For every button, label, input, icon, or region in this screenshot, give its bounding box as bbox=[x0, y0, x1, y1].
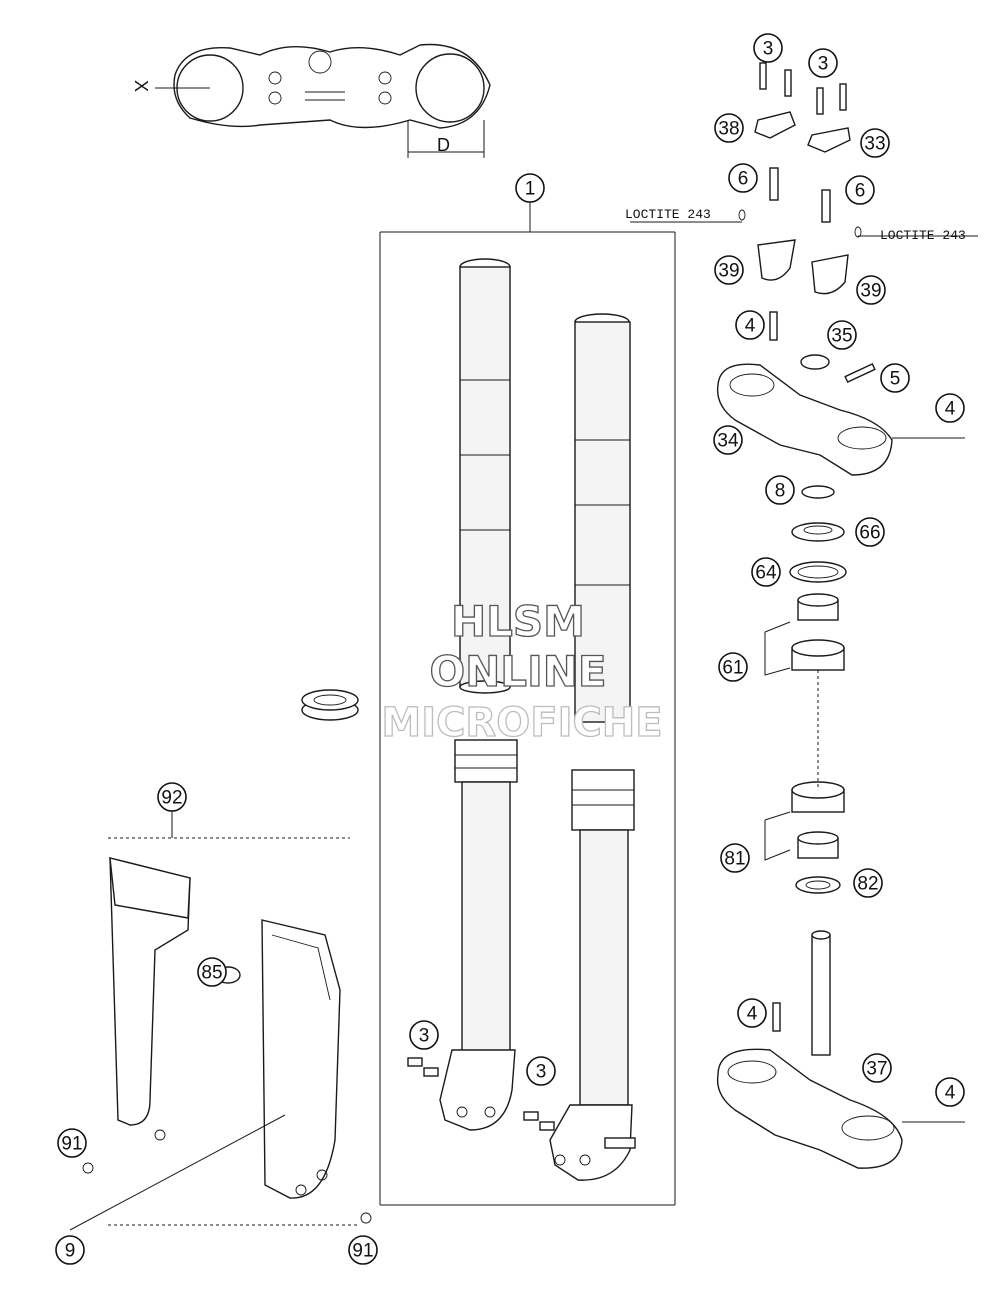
upper-triple-clamp bbox=[716, 311, 965, 476]
callout-38-label: 38 bbox=[718, 119, 739, 140]
callout-8: 8 bbox=[765, 475, 795, 505]
callout-35-label: 35 bbox=[831, 326, 852, 347]
callout-85-label: 85 bbox=[201, 963, 222, 984]
callout-6-right: 6 bbox=[845, 175, 875, 205]
callout-91-label: 91 bbox=[61, 1134, 82, 1155]
callout-82-label: 82 bbox=[857, 874, 878, 895]
callout-81-label: 81 bbox=[724, 849, 745, 870]
callout-34-label: 34 bbox=[717, 431, 739, 452]
callout-61: 61 bbox=[718, 652, 748, 682]
callout-4-upper-bolt: 4 bbox=[735, 310, 765, 340]
watermark-line3: MICROFICHE bbox=[381, 700, 662, 746]
lower-triple-clamp bbox=[716, 930, 965, 1169]
callout-39-right: 39 bbox=[856, 275, 886, 305]
callout-34: 34 bbox=[713, 425, 743, 455]
callout-82: 82 bbox=[853, 868, 883, 898]
callout-5: 5 bbox=[880, 363, 910, 393]
callout-85: 85 bbox=[197, 957, 227, 987]
fork-leg-left bbox=[439, 258, 518, 1131]
handlebar-clamps bbox=[738, 62, 862, 295]
loctite-note-right: LOCTITE 243 bbox=[880, 228, 966, 243]
callout-3-fork-right: 3 bbox=[526, 1056, 556, 1086]
callout-37: 37 bbox=[862, 1053, 892, 1083]
callout-4-upper-clamp: 4 bbox=[935, 393, 965, 423]
bolts-left bbox=[407, 1057, 439, 1077]
callout-61-label: 61 bbox=[722, 658, 743, 679]
callout-9: 9 bbox=[55, 1235, 85, 1265]
callout-3-fork-left: 3 bbox=[409, 1020, 439, 1050]
callout-92-label: 92 bbox=[161, 788, 182, 809]
callout-3-top-right: 3 bbox=[808, 48, 838, 78]
callout-4-label: 4 bbox=[945, 1083, 956, 1104]
callout-33: 33 bbox=[860, 128, 890, 158]
callout-39-label: 39 bbox=[718, 261, 739, 282]
callout-64-label: 64 bbox=[755, 563, 777, 584]
callout-4-lower-bolt: 4 bbox=[737, 998, 767, 1028]
watermark-line1: HLSM bbox=[451, 597, 585, 646]
callout-6-left: 6 bbox=[728, 163, 758, 193]
callout-3-label: 3 bbox=[419, 1026, 430, 1047]
callout-38: 38 bbox=[714, 113, 744, 143]
callout-66-label: 66 bbox=[859, 523, 880, 544]
bolts-right bbox=[523, 1111, 555, 1131]
callout-3-label: 3 bbox=[818, 54, 829, 75]
callout-3-top-left: 3 bbox=[753, 33, 783, 63]
dimension-d-label: D bbox=[437, 135, 450, 155]
callout-1-label: 1 bbox=[525, 179, 536, 200]
fork-assembly-group bbox=[379, 202, 676, 1206]
callout-4-lower-clamp: 4 bbox=[935, 1077, 965, 1107]
callout-35: 35 bbox=[827, 320, 857, 350]
callout-4-label: 4 bbox=[945, 399, 956, 420]
callout-91-label: 91 bbox=[352, 1241, 373, 1262]
watermark-line2: ONLINE bbox=[429, 647, 606, 696]
callout-66: 66 bbox=[855, 517, 885, 547]
callout-1: 1 bbox=[515, 173, 545, 203]
callout-39-label: 39 bbox=[860, 281, 881, 302]
adjuster-ring bbox=[301, 689, 359, 721]
fork-leg-right bbox=[549, 313, 636, 1181]
callout-3-label: 3 bbox=[763, 39, 774, 60]
triple-clamp-top-view bbox=[155, 43, 491, 158]
callout-92: 92 bbox=[157, 782, 187, 812]
callout-33-label: 33 bbox=[864, 134, 885, 155]
steering-bearings bbox=[764, 485, 847, 894]
callout-64: 64 bbox=[751, 557, 781, 587]
callout-39-left: 39 bbox=[714, 255, 744, 285]
fork-guards bbox=[69, 810, 372, 1231]
callout-5-label: 5 bbox=[890, 369, 901, 390]
callout-91-left: 91 bbox=[57, 1128, 87, 1158]
callout-91-bottom: 91 bbox=[348, 1235, 378, 1265]
loctite-note-left: LOCTITE 243 bbox=[625, 207, 711, 222]
callout-9-label: 9 bbox=[65, 1241, 76, 1262]
callout-6-label: 6 bbox=[738, 169, 749, 190]
callout-81: 81 bbox=[720, 843, 750, 873]
callout-8-label: 8 bbox=[775, 481, 786, 502]
dimension-x-label: X bbox=[131, 80, 151, 92]
callout-37-label: 37 bbox=[866, 1059, 887, 1080]
callout-4-label: 4 bbox=[745, 316, 756, 337]
callout-6-label: 6 bbox=[855, 181, 866, 202]
callout-3-label: 3 bbox=[536, 1062, 547, 1083]
callout-4-label: 4 bbox=[747, 1004, 758, 1025]
